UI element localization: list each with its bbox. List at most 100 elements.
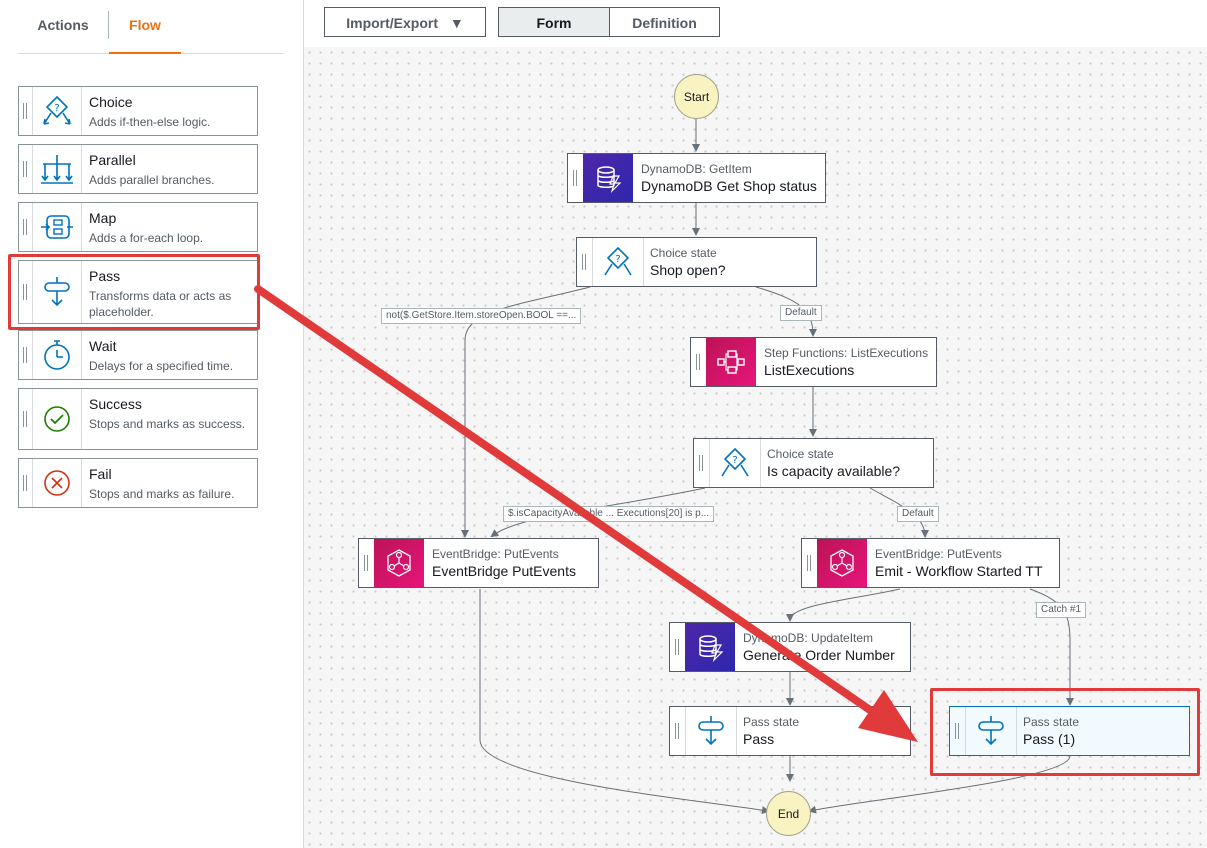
import-export-label: Import/Export — [346, 15, 439, 31]
state-is-capacity-available[interactable]: ? Choice state Is capacity available? — [693, 438, 934, 488]
map-icon — [33, 203, 82, 251]
state-generate-order-number[interactable]: DynamoDB: UpdateItem Generate Order Numb… — [669, 622, 911, 672]
state-name: ListExecutions — [764, 362, 855, 378]
flow-item-title: Map — [89, 210, 117, 226]
state-type: Step Functions: ListExecutions — [764, 346, 929, 360]
flow-item-title: Success — [89, 396, 142, 412]
step-functions-icon — [706, 338, 756, 386]
drag-handle-icon[interactable] — [802, 539, 817, 587]
state-pass-1[interactable]: Pass state Pass (1) — [949, 706, 1190, 756]
state-name: Pass (1) — [1023, 731, 1076, 747]
flow-item-title: Parallel — [89, 152, 136, 168]
state-name: DynamoDB Get Shop status — [641, 178, 817, 194]
drag-handle-icon[interactable] — [19, 145, 33, 193]
flow-item-title: Fail — [89, 466, 112, 482]
state-shop-open[interactable]: ? Choice state Shop open? — [576, 237, 817, 287]
states-browser-panel: Actions Flow ? Choice Adds if-then-else … — [0, 0, 304, 848]
choice-icon: ? — [33, 87, 82, 135]
state-emit-workflow-started[interactable]: EventBridge: PutEvents Emit - Workflow S… — [801, 538, 1060, 588]
state-dynamodb-get-shop-status[interactable]: DynamoDB: GetItem DynamoDB Get Shop stat… — [567, 153, 826, 203]
eventbridge-icon — [817, 539, 867, 587]
edge-label-default[interactable]: Default — [780, 305, 822, 321]
flow-item-fail[interactable]: Fail Stops and marks as failure. — [18, 458, 258, 508]
flow-item-desc: Transforms data or acts as placeholder. — [89, 289, 232, 319]
flow-item-wait[interactable]: Wait Delays for a specified time. — [18, 330, 258, 380]
flow-item-title: Pass — [89, 268, 121, 284]
flow-item-desc: Stops and marks as failure. — [89, 487, 235, 501]
parallel-icon — [33, 145, 82, 193]
flow-item-title: Wait — [89, 338, 117, 354]
flow-item-map[interactable]: Map Adds a for-each loop. — [18, 202, 258, 252]
drag-handle-icon[interactable] — [19, 203, 33, 251]
flow-item-title: Choice — [89, 94, 133, 110]
start-node[interactable]: Start — [674, 74, 719, 119]
tab-flow[interactable]: Flow — [109, 0, 181, 54]
drag-handle-icon[interactable] — [19, 459, 33, 507]
flow-item-success[interactable]: Success Stops and marks as success. — [18, 388, 258, 450]
drag-handle-icon[interactable] — [670, 707, 685, 755]
edge-label-not-store-open[interactable]: not($.GetStore.Item.storeOpen.BOOL ==... — [381, 308, 582, 324]
highlight-box-pass-state — [930, 688, 1200, 776]
flow-item-choice[interactable]: ? Choice Adds if-then-else logic. — [18, 86, 258, 136]
svg-text:?: ? — [732, 455, 737, 466]
drag-handle-icon[interactable] — [670, 623, 685, 671]
edge-label-default[interactable]: Default — [897, 506, 939, 522]
state-type: Choice state — [650, 246, 717, 260]
canvas-toolbar: Import/Export ▼ Form Definition — [304, 0, 1207, 47]
state-name: EventBridge PutEvents — [432, 563, 576, 579]
edge-label-catch[interactable]: Catch #1 — [1036, 602, 1087, 618]
drag-handle-icon[interactable] — [19, 261, 33, 323]
flow-item-desc: Adds a for-each loop. — [89, 231, 204, 245]
flow-item-desc: Delays for a specified time. — [89, 359, 234, 373]
pass-icon — [965, 707, 1017, 755]
flow-item-parallel[interactable]: Parallel Adds parallel branches. — [18, 144, 258, 194]
caret-down-icon: ▼ — [449, 15, 464, 31]
edge-label-is-capacity[interactable]: $.isCapacityAvailable ... Executions[20]… — [503, 506, 715, 522]
svg-text:?: ? — [615, 254, 620, 265]
stopwatch-icon — [33, 331, 82, 379]
definition-toggle-button[interactable]: Definition — [609, 7, 720, 37]
state-type: Choice state — [767, 447, 834, 461]
state-type: EventBridge: PutEvents — [432, 547, 559, 561]
choice-icon: ? — [709, 439, 761, 487]
state-name: Pass — [743, 731, 775, 747]
import-export-button[interactable]: Import/Export ▼ — [324, 7, 486, 37]
drag-handle-icon[interactable] — [359, 539, 374, 587]
flow-item-desc: Adds if-then-else logic. — [89, 115, 211, 129]
state-type: Pass state — [743, 715, 800, 729]
drag-handle-icon[interactable] — [19, 87, 33, 135]
state-list-executions[interactable]: Step Functions: ListExecutions ListExecu… — [690, 337, 937, 387]
flow-item-desc: Adds parallel branches. — [89, 173, 215, 187]
drag-handle-icon[interactable] — [568, 154, 583, 202]
state-type: DynamoDB: GetItem — [641, 162, 752, 176]
state-eventbridge-putevents[interactable]: EventBridge: PutEvents EventBridge PutEv… — [358, 538, 599, 588]
drag-handle-icon[interactable] — [577, 238, 592, 286]
choice-icon: ? — [592, 238, 644, 286]
svg-text:?: ? — [54, 103, 59, 114]
dynamodb-icon — [685, 623, 735, 671]
state-type: Pass state — [1023, 715, 1080, 729]
state-name: Emit - Workflow Started TT — [875, 563, 1043, 579]
tab-divider — [108, 11, 109, 39]
state-name: Is capacity available? — [767, 463, 901, 479]
end-node[interactable]: End — [766, 791, 811, 836]
tab-actions[interactable]: Actions — [37, 17, 89, 33]
drag-handle-icon[interactable] — [19, 331, 33, 379]
drag-handle-icon[interactable] — [691, 338, 706, 386]
form-toggle-button[interactable]: Form — [498, 7, 610, 37]
pass-icon — [685, 707, 737, 755]
state-name: Shop open? — [650, 262, 726, 278]
x-circle-icon — [33, 459, 82, 507]
drag-handle-icon[interactable] — [19, 389, 33, 449]
dynamodb-icon — [583, 154, 633, 202]
state-type: EventBridge: PutEvents — [875, 547, 1002, 561]
check-circle-icon — [33, 389, 82, 449]
flow-item-desc: Stops and marks as success. — [89, 417, 246, 431]
drag-handle-icon[interactable] — [694, 439, 709, 487]
eventbridge-icon — [374, 539, 424, 587]
drag-handle-icon[interactable] — [950, 707, 965, 755]
pass-icon — [33, 261, 82, 323]
panel-tabs: Actions Flow — [18, 0, 283, 54]
